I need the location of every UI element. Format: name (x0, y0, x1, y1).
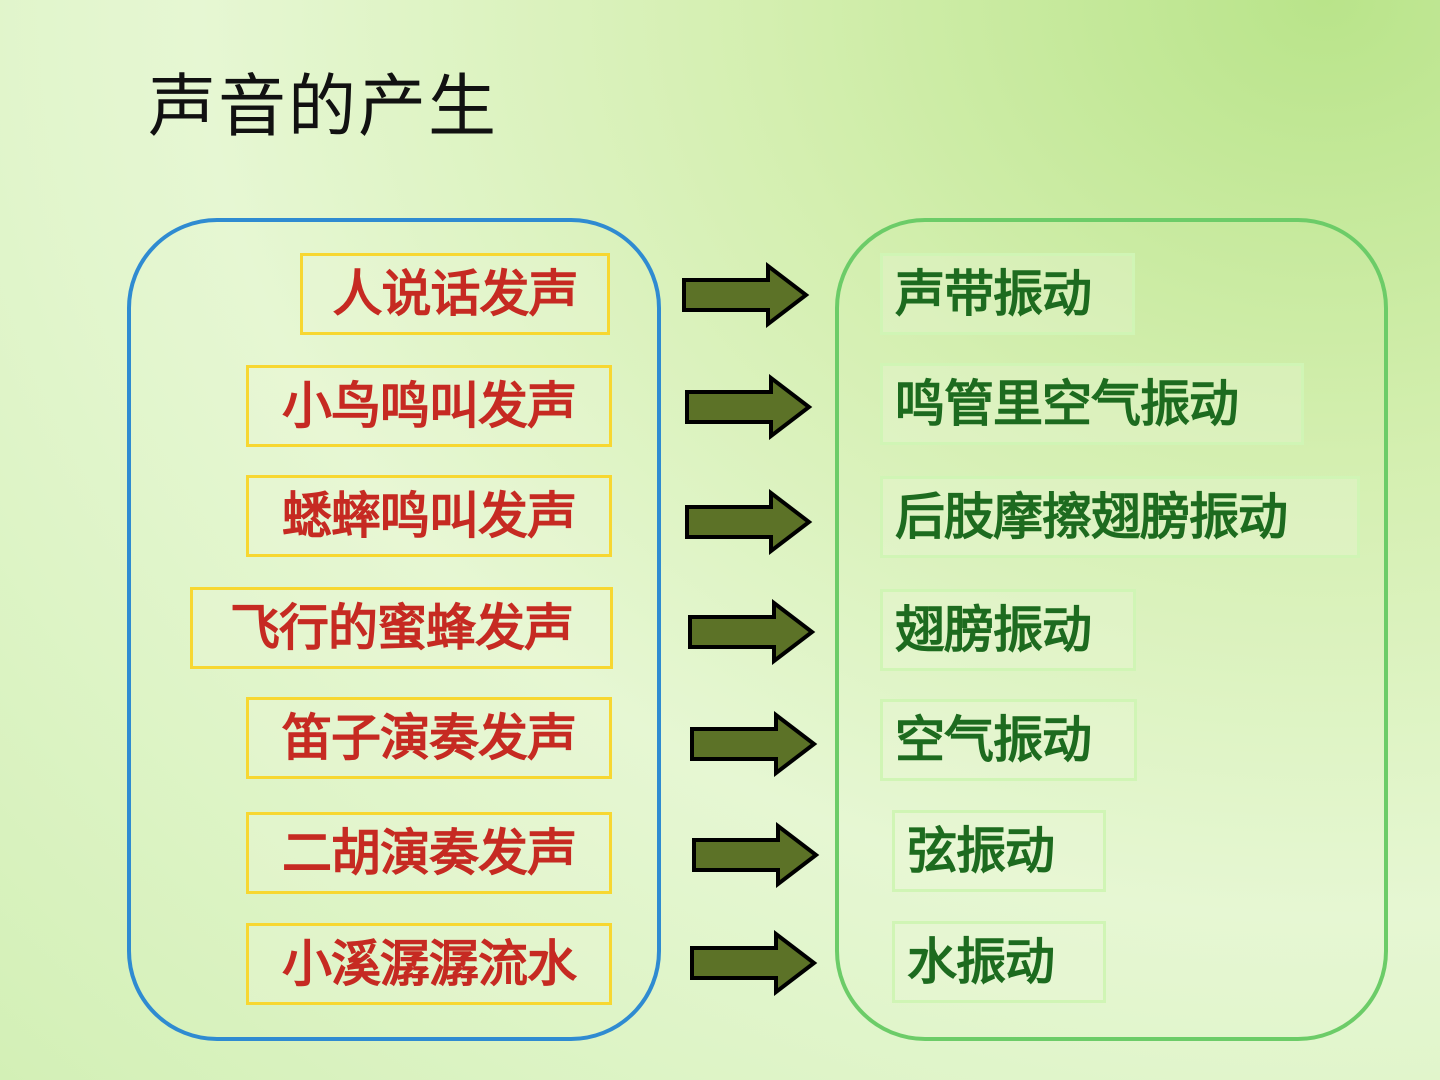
effect-box: 鸣管里空气振动 (880, 363, 1304, 445)
right-arrow-icon (682, 262, 810, 328)
right-arrow-icon (690, 930, 818, 996)
right-arrow-icon (690, 711, 818, 777)
cause-box: 蟋蟀鸣叫发声 (246, 475, 612, 557)
cause-box: 飞行的蜜蜂发声 (190, 587, 613, 669)
right-arrow-icon (692, 822, 820, 888)
causes-panel (127, 218, 661, 1041)
effect-box: 声带振动 (880, 253, 1135, 335)
effect-box: 水振动 (892, 921, 1106, 1003)
effect-box: 翅膀振动 (880, 589, 1136, 671)
cause-box: 小溪潺潺流水 (246, 923, 612, 1005)
right-arrow-icon (685, 374, 813, 440)
cause-box: 人说话发声 (300, 253, 610, 335)
slide-title: 声音的产生 (148, 68, 499, 147)
cause-box: 二胡演奏发声 (246, 812, 612, 894)
effects-panel (835, 218, 1388, 1041)
effect-box: 空气振动 (880, 699, 1137, 781)
cause-box: 小鸟鸣叫发声 (246, 365, 612, 447)
right-arrow-icon (688, 599, 816, 665)
cause-box: 笛子演奏发声 (246, 697, 612, 779)
effect-box: 后肢摩擦翅膀振动 (880, 476, 1360, 558)
effect-box: 弦振动 (892, 810, 1106, 892)
right-arrow-icon (685, 489, 813, 555)
